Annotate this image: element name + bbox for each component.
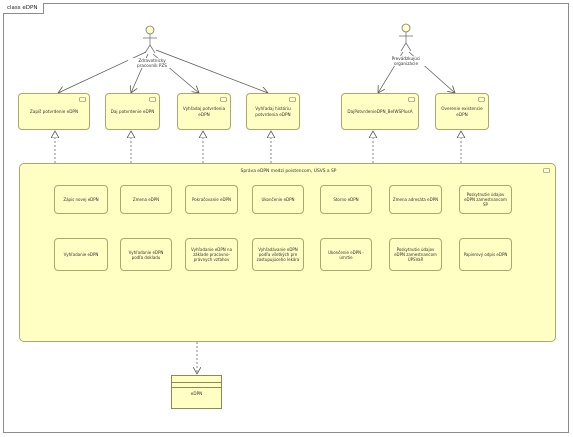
node-label: Overenie existencie eDPN <box>441 106 483 117</box>
entity-compartment-line <box>172 387 221 388</box>
sub-provide-data-upsvar[interactable]: Poskytnutie údajov eDPN zamestnancom ÚPS… <box>389 238 442 271</box>
node-label: Zapíš potvrdenie eDPN <box>29 108 79 114</box>
node-write-confirmation[interactable]: Zapíš potvrdenie eDPN <box>18 93 90 130</box>
sub-search-substitute-doctor[interactable]: Vyhľadávanie eDPN podľa všetkých pre zas… <box>252 238 304 271</box>
sub-paper-copy[interactable]: Papierový odpis eDPN <box>459 238 512 271</box>
sub-continuation[interactable]: Pokračovanie eDPN <box>185 185 238 214</box>
sub-search[interactable]: Vyhľadanie eDPN <box>54 238 108 271</box>
sub-termination[interactable]: Ukončenie eDPN <box>252 185 304 214</box>
component-icon <box>289 97 296 102</box>
component-icon <box>79 97 86 102</box>
sub-search-by-document[interactable]: Vyhľadanie eDPN podľa dokladu <box>120 238 172 271</box>
actor-label-healthcare-worker: Zdravotnícky pracovník PZS <box>128 58 176 69</box>
sub-search-by-employment[interactable]: Vyhľadanie eDPN na základe pracovno-práv… <box>185 238 238 271</box>
entity-compartment-line <box>172 382 221 383</box>
component-icon <box>220 97 227 102</box>
assoc-line <box>155 49 268 93</box>
sub-change-addressee[interactable]: Zmena adresáta eDPN <box>389 185 442 214</box>
node-search-confirmations[interactable]: Vyhľadaj potvrdenia eDPN <box>177 93 231 130</box>
node-give-confirmation-ws[interactable]: DajPotvrdenieDPN_BeIWSPlusA <box>341 93 419 130</box>
node-label: DajPotvrdenieDPN_BeIWSPlusA <box>347 108 413 114</box>
entity-edpn[interactable]: eDPN <box>171 375 222 409</box>
node-search-history[interactable]: Vyhľadaj históriu potvrdenia eDPN <box>246 93 300 130</box>
entity-label: eDPN <box>190 391 203 396</box>
component-icon <box>543 168 550 173</box>
node-label: Vyhľadaj históriu potvrdenia eDPN <box>255 106 291 117</box>
diagram-frame <box>3 3 569 433</box>
component-icon <box>408 97 415 102</box>
node-label: Daj potvrdenie eDPN <box>110 108 155 114</box>
node-verify-existence[interactable]: Overenie existencie eDPN <box>435 93 489 130</box>
actor-label-organization-operator: Prevádzkujúci organizácie <box>382 56 430 67</box>
node-label: Vyhľadaj potvrdenia eDPN <box>182 106 226 117</box>
sub-cancel[interactable]: Storno eDPN <box>320 185 372 214</box>
actor-icon-organization-operator <box>399 23 413 52</box>
sub-change[interactable]: Zmena eDPN <box>120 185 172 214</box>
frame-title: class eDPN <box>3 3 45 14</box>
container-label: Správa eDPN medzi poistencom, ÚSVS a SP <box>240 169 337 174</box>
node-give-confirmation[interactable]: Daj potvrdenie eDPN <box>105 93 160 130</box>
component-icon <box>478 97 485 102</box>
sub-write-new[interactable]: Zápis novej eDPN <box>54 185 108 214</box>
component-icon <box>149 97 156 102</box>
actor-icon-healthcare-worker <box>143 25 157 54</box>
sub-provide-data-sp[interactable]: Poskytnutie údajov eDPN zamestnancom SP <box>459 185 512 214</box>
sub-termination-death[interactable]: Ukončenie eDPN - úmrtie <box>320 238 372 271</box>
